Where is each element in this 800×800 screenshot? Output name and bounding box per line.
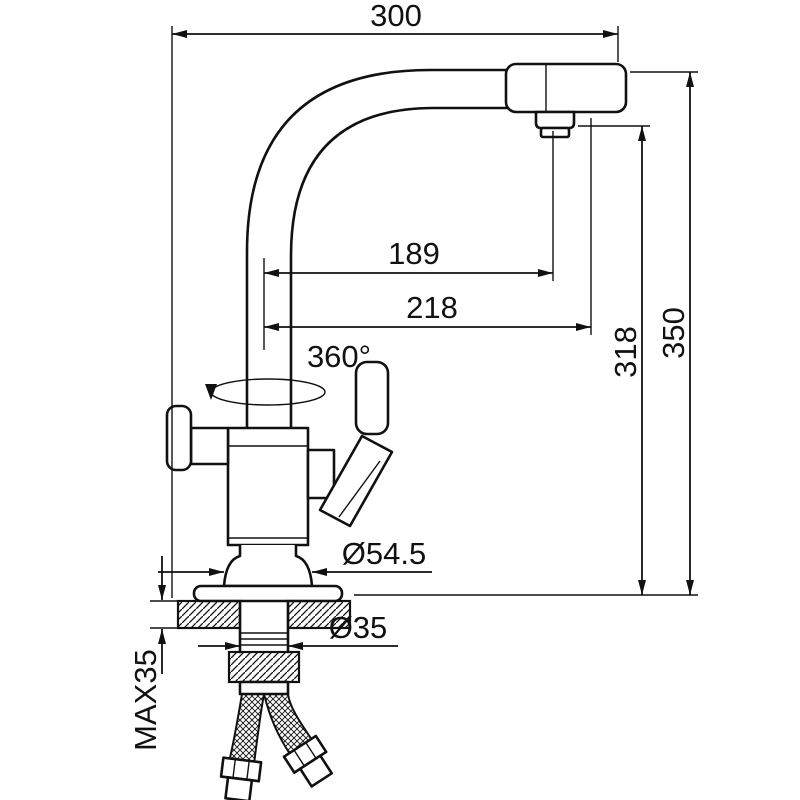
countertop-left <box>176 599 242 630</box>
right-handle-lever <box>318 434 394 528</box>
dim-label-218: 218 <box>406 290 458 325</box>
dimension-width-300: 300 <box>171 0 619 598</box>
dimension-max-thickness: MAX35 <box>128 556 182 751</box>
dimension-shank-diameter: Ø35 <box>198 610 398 650</box>
hose-fitting-right <box>282 734 334 788</box>
spout-head <box>504 62 628 114</box>
dim-label-35: Ø35 <box>329 610 388 645</box>
base-flange <box>222 545 314 588</box>
aerator-tip <box>539 126 571 139</box>
nut-collar <box>238 680 290 696</box>
supply-hose-left <box>228 693 266 766</box>
aerator-nozzle <box>534 110 576 130</box>
swivel-ellipse <box>210 378 326 406</box>
swivel-arrow-icon <box>205 384 217 400</box>
right-handle <box>354 360 390 436</box>
swivel-indicator: 360° <box>205 339 371 406</box>
spout-pipe-inner <box>289 106 510 430</box>
mounting-shank <box>238 599 290 654</box>
faucet-outline <box>165 62 628 800</box>
spout-pipe-outer <box>245 68 510 430</box>
dim-label-54-5: Ø54.5 <box>342 536 426 571</box>
hose-fitting-left <box>219 756 263 800</box>
mounting-nut <box>227 650 301 684</box>
dimensions: 300 189 218 360° 350 <box>128 0 698 751</box>
right-handle-lever-seam <box>338 460 381 518</box>
right-handle-port <box>306 448 336 500</box>
valve-body <box>226 426 310 547</box>
dimension-base-diameter: Ø54.5 <box>158 536 432 576</box>
dim-label-360: 360° <box>307 339 371 374</box>
left-handle-port <box>189 426 230 466</box>
dimension-reach-189: 189 <box>263 131 554 350</box>
left-handle <box>165 404 193 472</box>
dim-label-350: 350 <box>656 307 691 359</box>
dimension-height-318: 318 <box>578 125 650 595</box>
dim-label-max35: MAX35 <box>128 649 163 751</box>
dimension-height-350: 350 <box>354 71 698 596</box>
dim-label-189: 189 <box>388 236 440 271</box>
dim-label-318: 318 <box>608 326 643 378</box>
dimension-reach-218: 218 <box>264 118 592 335</box>
dim-label-300: 300 <box>370 0 422 33</box>
escutcheon-plate <box>192 584 344 603</box>
